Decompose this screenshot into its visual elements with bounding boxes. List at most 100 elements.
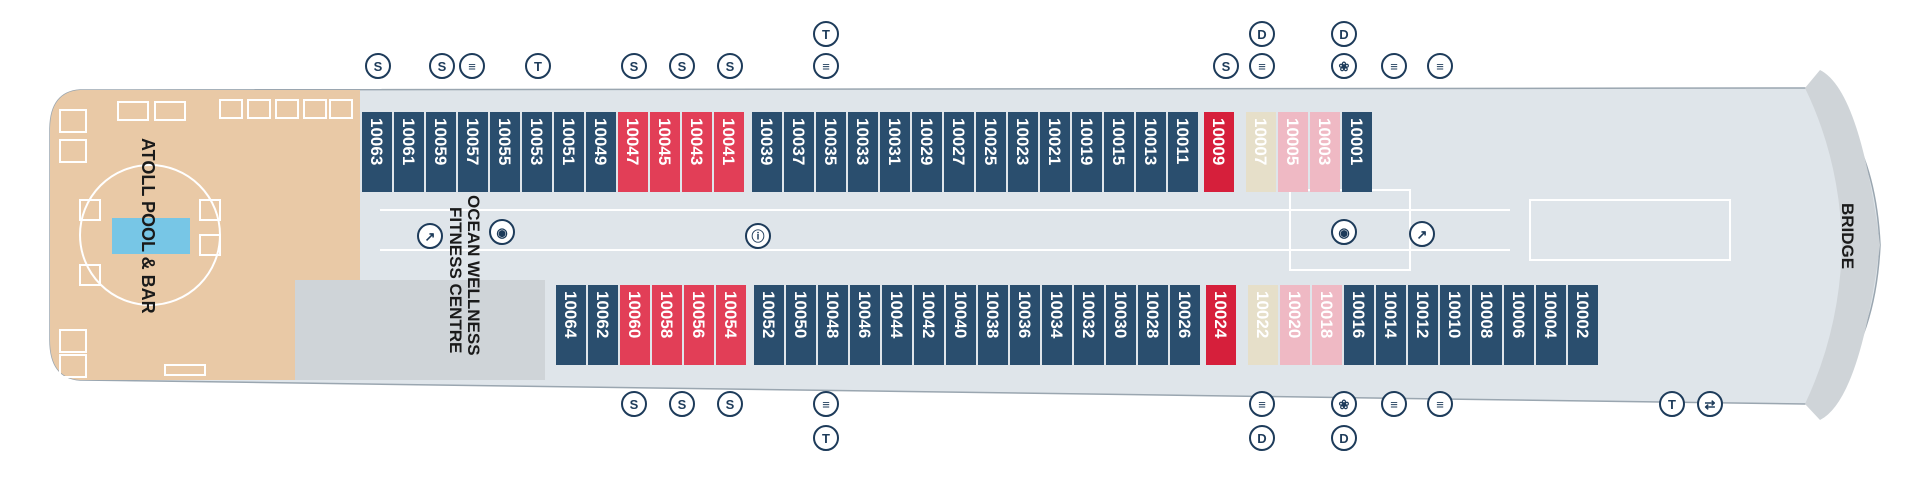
- cabin[interactable]: 10046: [850, 285, 880, 365]
- cabin[interactable]: 10032: [1074, 285, 1104, 365]
- cabin-block[interactable]: [684, 285, 714, 365]
- cabin[interactable]: 10018: [1312, 285, 1342, 365]
- cabin-block[interactable]: [978, 285, 1008, 365]
- cabin-block[interactable]: [1040, 112, 1070, 192]
- cabin-block[interactable]: [554, 112, 584, 192]
- cabin[interactable]: 10022: [1248, 285, 1278, 365]
- cabin[interactable]: 10023: [1008, 112, 1038, 192]
- cabin[interactable]: 10062: [588, 285, 618, 365]
- cabin-block[interactable]: [1280, 285, 1310, 365]
- cabin-block[interactable]: [1440, 285, 1470, 365]
- cabin[interactable]: 10059: [426, 112, 456, 192]
- cabin-block[interactable]: [426, 112, 456, 192]
- cabin-block[interactable]: [1072, 112, 1102, 192]
- cabin-block[interactable]: [716, 285, 746, 365]
- cabin-block[interactable]: [818, 285, 848, 365]
- cabin-block[interactable]: [588, 285, 618, 365]
- cabin[interactable]: 10012: [1408, 285, 1438, 365]
- cabin-block[interactable]: [1168, 112, 1198, 192]
- cabin[interactable]: 10004: [1536, 285, 1566, 365]
- cabin-block[interactable]: [752, 112, 782, 192]
- cabin-block[interactable]: [650, 112, 680, 192]
- cabin-block[interactable]: [1104, 112, 1134, 192]
- cabin[interactable]: 10039: [752, 112, 782, 192]
- cabin-block[interactable]: [1472, 285, 1502, 365]
- cabin[interactable]: 10030: [1106, 285, 1136, 365]
- cabin[interactable]: 10033: [848, 112, 878, 192]
- cabin-block[interactable]: [1504, 285, 1534, 365]
- cabin[interactable]: 10048: [818, 285, 848, 365]
- cabin[interactable]: 10034: [1042, 285, 1072, 365]
- cabin[interactable]: 10020: [1280, 285, 1310, 365]
- cabin[interactable]: 10037: [784, 112, 814, 192]
- cabin[interactable]: 10029: [912, 112, 942, 192]
- cabin[interactable]: 10035: [816, 112, 846, 192]
- cabin-block[interactable]: [1106, 285, 1136, 365]
- cabin-block[interactable]: [714, 112, 744, 192]
- cabin[interactable]: 10015: [1104, 112, 1134, 192]
- cabin[interactable]: 10061: [394, 112, 424, 192]
- cabin-block[interactable]: [1008, 112, 1038, 192]
- cabin[interactable]: 10045: [650, 112, 680, 192]
- cabin-block[interactable]: [1138, 285, 1168, 365]
- cabin-block[interactable]: [848, 112, 878, 192]
- cabin[interactable]: 10064: [556, 285, 586, 365]
- cabin-block[interactable]: [1312, 285, 1342, 365]
- cabin-block[interactable]: [362, 112, 392, 192]
- cabin-block[interactable]: [620, 285, 650, 365]
- cabin[interactable]: 10042: [914, 285, 944, 365]
- cabin-block[interactable]: [976, 112, 1006, 192]
- cabin[interactable]: 10028: [1138, 285, 1168, 365]
- cabin-block[interactable]: [1568, 285, 1598, 365]
- cabin-block[interactable]: [882, 285, 912, 365]
- cabin-block[interactable]: [586, 112, 616, 192]
- cabin-block[interactable]: [1204, 112, 1234, 192]
- cabin-block[interactable]: [1206, 285, 1236, 365]
- cabin[interactable]: 10031: [880, 112, 910, 192]
- cabin-block[interactable]: [816, 112, 846, 192]
- cabin-block[interactable]: [1408, 285, 1438, 365]
- cabin-block[interactable]: [1536, 285, 1566, 365]
- cabin[interactable]: 10044: [882, 285, 912, 365]
- cabin[interactable]: 10008: [1472, 285, 1502, 365]
- cabin[interactable]: 10019: [1072, 112, 1102, 192]
- cabin[interactable]: 10009: [1204, 112, 1234, 192]
- cabin-block[interactable]: [1246, 112, 1276, 192]
- cabin-block[interactable]: [556, 285, 586, 365]
- cabin-block[interactable]: [850, 285, 880, 365]
- cabin-block[interactable]: [458, 112, 488, 192]
- cabin-block[interactable]: [946, 285, 976, 365]
- cabin-block[interactable]: [1010, 285, 1040, 365]
- cabin[interactable]: 10052: [754, 285, 784, 365]
- cabin[interactable]: 10024: [1206, 285, 1236, 365]
- cabin[interactable]: 10040: [946, 285, 976, 365]
- cabin-block[interactable]: [1170, 285, 1200, 365]
- cabin-block[interactable]: [944, 112, 974, 192]
- cabin[interactable]: 10049: [586, 112, 616, 192]
- cabin-block[interactable]: [1042, 285, 1072, 365]
- cabin-block[interactable]: [682, 112, 712, 192]
- cabin[interactable]: 10026: [1170, 285, 1200, 365]
- cabin-block[interactable]: [394, 112, 424, 192]
- cabin-block[interactable]: [1278, 112, 1308, 192]
- cabin-block[interactable]: [618, 112, 648, 192]
- cabin[interactable]: 10036: [1010, 285, 1040, 365]
- cabin-block[interactable]: [1136, 112, 1166, 192]
- cabin-block[interactable]: [652, 285, 682, 365]
- cabin[interactable]: 10050: [786, 285, 816, 365]
- cabin[interactable]: 10055: [490, 112, 520, 192]
- cabin-block[interactable]: [1310, 112, 1340, 192]
- cabin-block[interactable]: [914, 285, 944, 365]
- cabin[interactable]: 10006: [1504, 285, 1534, 365]
- cabin-block[interactable]: [786, 285, 816, 365]
- cabin-block[interactable]: [1376, 285, 1406, 365]
- cabin[interactable]: 10010: [1440, 285, 1470, 365]
- cabin[interactable]: 10027: [944, 112, 974, 192]
- cabin[interactable]: 10063: [362, 112, 392, 192]
- cabin-block[interactable]: [784, 112, 814, 192]
- cabin[interactable]: 10013: [1136, 112, 1166, 192]
- cabin-block[interactable]: [912, 112, 942, 192]
- cabin[interactable]: 10056: [684, 285, 714, 365]
- cabin[interactable]: 10003: [1310, 112, 1340, 192]
- cabin[interactable]: 10005: [1278, 112, 1308, 192]
